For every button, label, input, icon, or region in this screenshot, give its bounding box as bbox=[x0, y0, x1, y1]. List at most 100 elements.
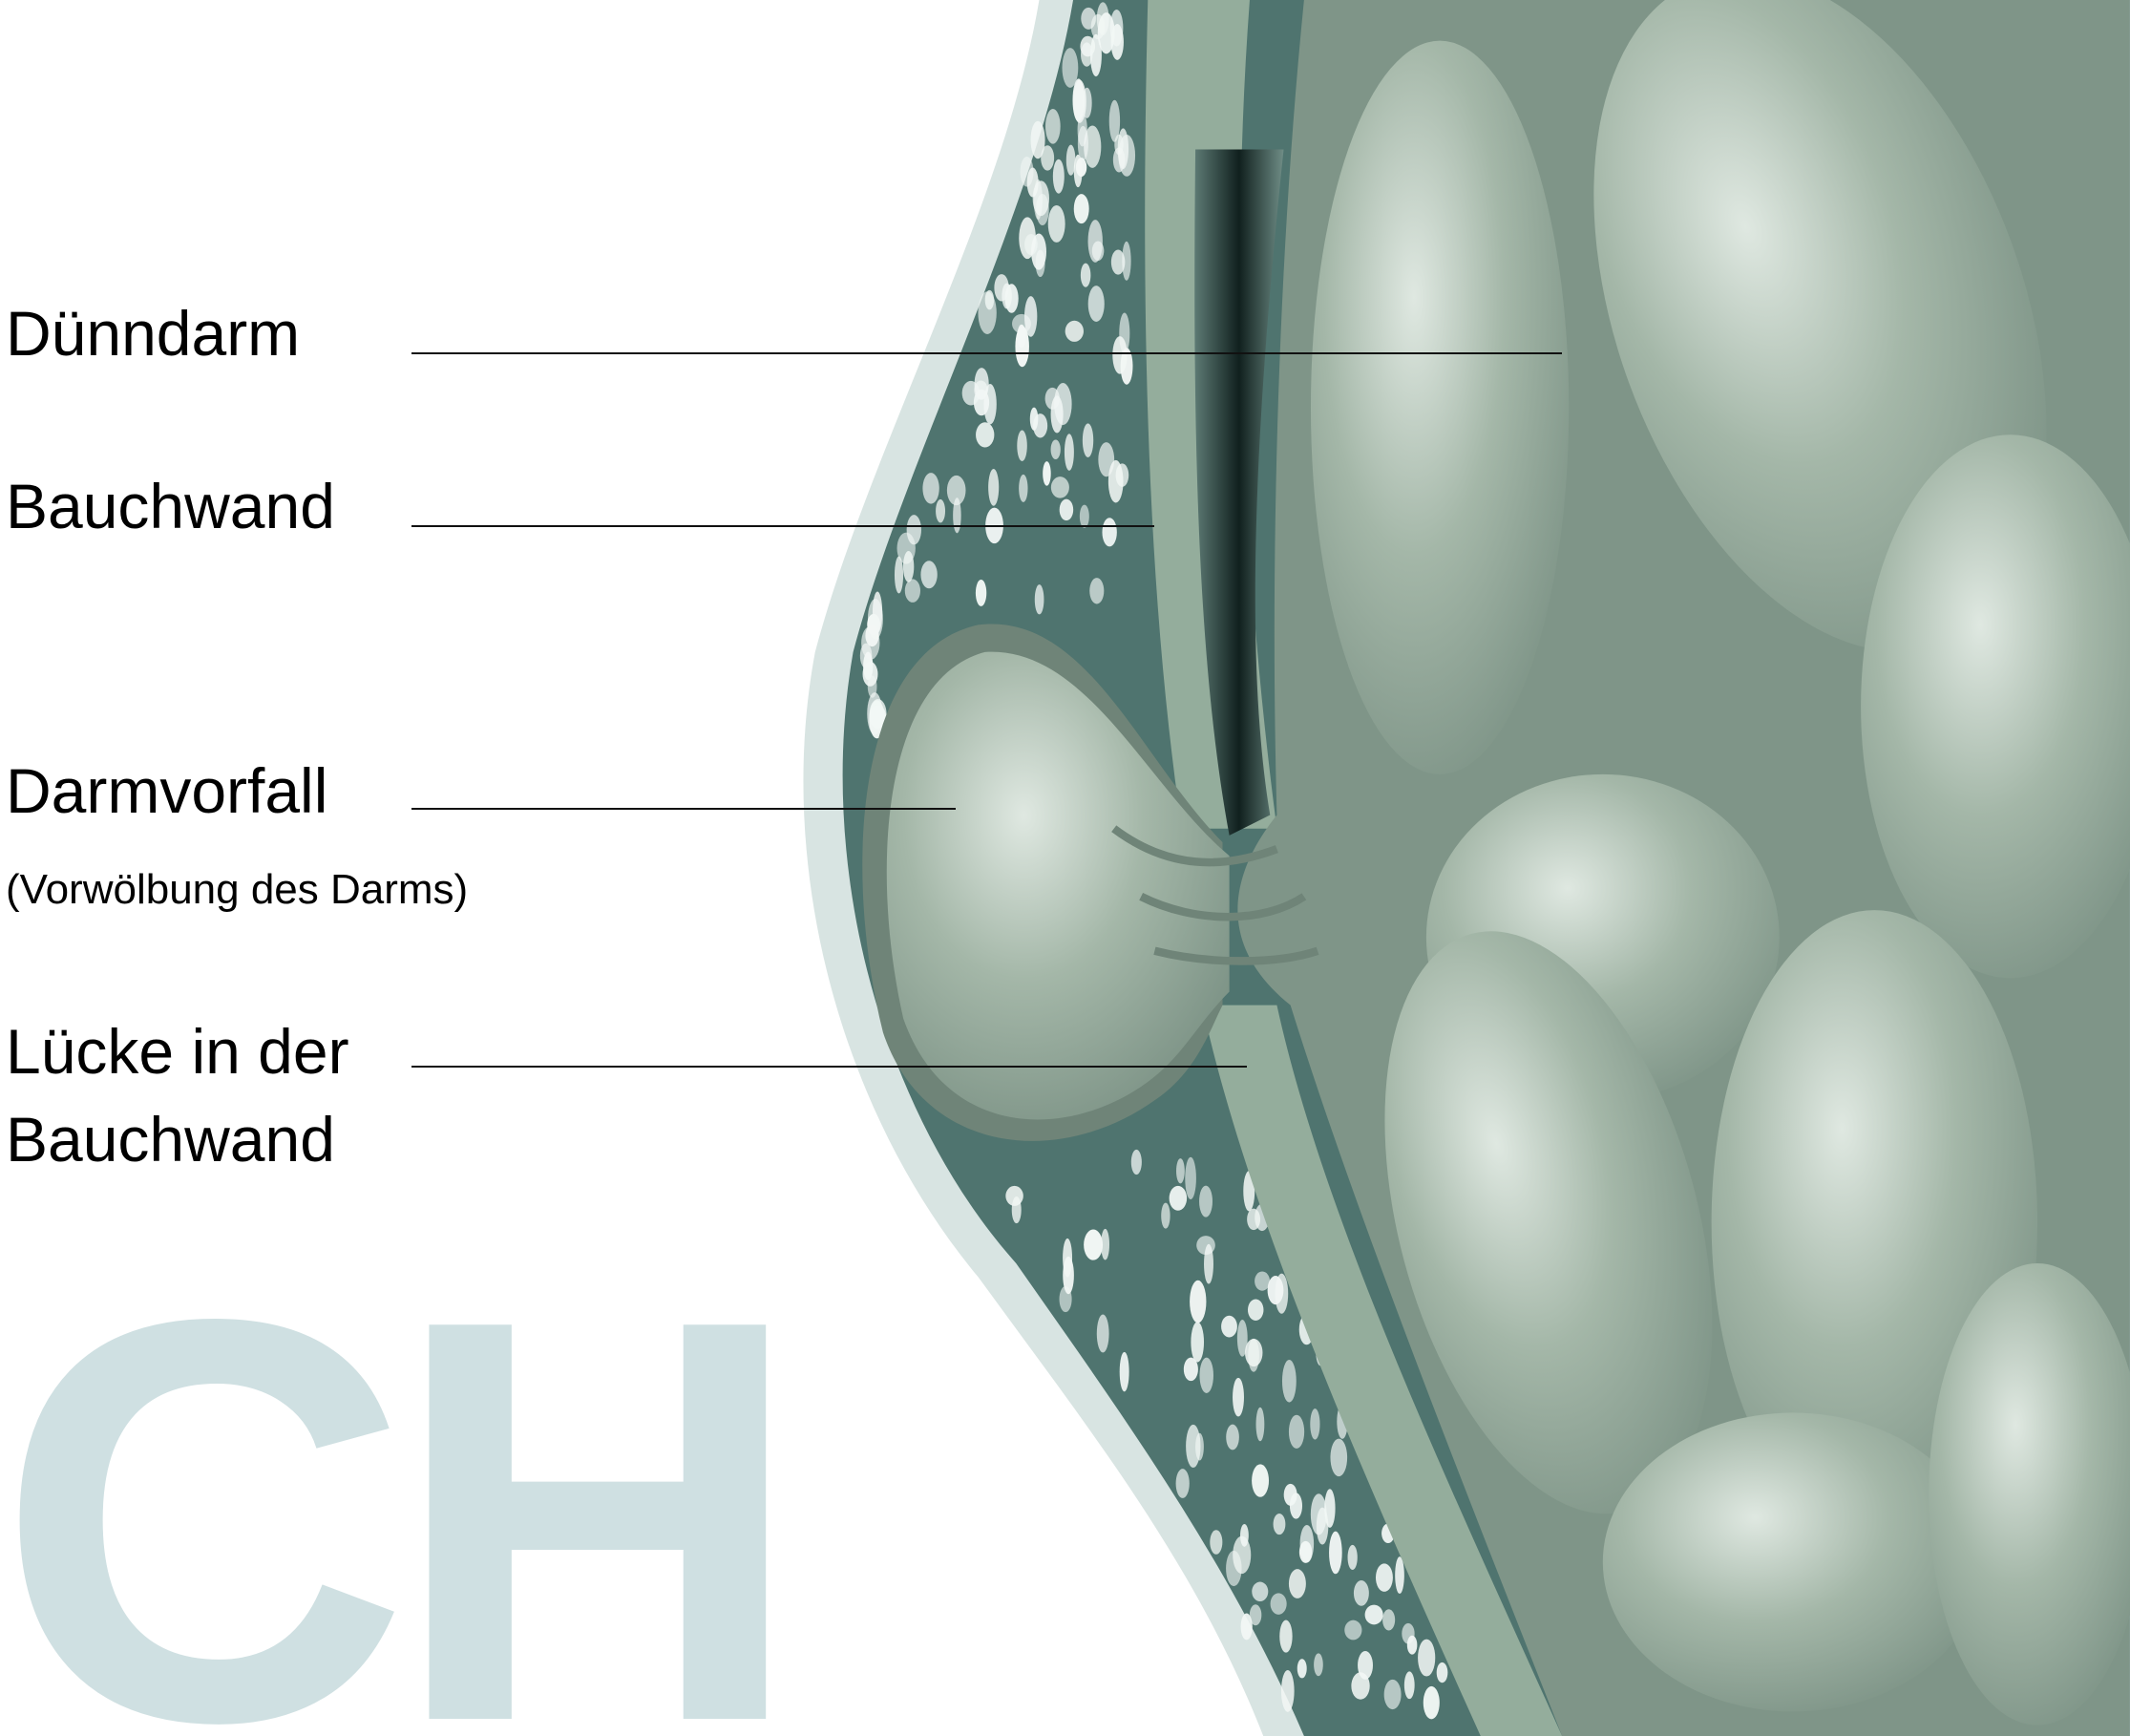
fat-cell-highlight bbox=[1280, 1670, 1295, 1712]
leader-line-prolapse bbox=[411, 808, 956, 810]
fat-cell-highlight bbox=[1047, 204, 1065, 243]
fat-cell-highlight bbox=[1032, 180, 1049, 217]
fat-cell-highlight bbox=[1029, 407, 1039, 431]
fat-cell-highlight bbox=[1382, 1609, 1396, 1631]
fat-cell-highlight bbox=[1418, 1639, 1436, 1677]
fat-cell-highlight bbox=[867, 675, 877, 698]
label-gap-line2: Bauchwand bbox=[6, 1104, 335, 1175]
fat-cell-highlight bbox=[953, 498, 961, 534]
fat-cell-highlight bbox=[859, 643, 873, 669]
fat-cell-highlight bbox=[1059, 1285, 1072, 1313]
fat-cell-highlight bbox=[984, 289, 995, 310]
fat-cell-highlight bbox=[894, 556, 904, 594]
fat-cell-highlight bbox=[1244, 1339, 1263, 1367]
fat-cell-highlight bbox=[1255, 1271, 1271, 1291]
fat-cell-highlight bbox=[974, 368, 989, 400]
fat-cell-highlight bbox=[1233, 1535, 1252, 1575]
fat-cell-highlight bbox=[1247, 1299, 1264, 1321]
fat-cell-highlight bbox=[1118, 134, 1136, 177]
fat-cell-highlight bbox=[1112, 336, 1128, 374]
fat-cell-highlight bbox=[1161, 1202, 1170, 1229]
fat-cell-highlight bbox=[1270, 1593, 1287, 1615]
fat-cell-highlight bbox=[1065, 144, 1076, 176]
label-small-intestine: Dünndarm bbox=[6, 298, 301, 369]
fat-cell-highlight bbox=[1041, 145, 1055, 171]
fat-cell-highlight bbox=[976, 422, 995, 448]
fat-cell-highlight bbox=[1005, 1185, 1023, 1206]
fat-cell-highlight bbox=[869, 705, 887, 729]
fat-cell-highlight bbox=[1236, 1319, 1248, 1357]
fat-cell-highlight bbox=[1402, 1622, 1415, 1644]
label-gap-line1: Lücke in der bbox=[6, 1016, 349, 1087]
fat-cell-highlight bbox=[1191, 1322, 1205, 1363]
fat-cell-highlight bbox=[936, 498, 946, 523]
fat-cell-highlight bbox=[1064, 434, 1074, 471]
fat-cell-highlight bbox=[1034, 584, 1044, 615]
fat-cell-highlight bbox=[1383, 1679, 1402, 1710]
fat-cell-highlight bbox=[1221, 1315, 1237, 1338]
label-abdominal-wall: Bauchwand bbox=[6, 471, 335, 541]
fat-cell-highlight bbox=[1073, 194, 1089, 224]
fat-cell-highlight bbox=[1314, 1653, 1323, 1677]
fat-cell-highlight bbox=[1045, 108, 1061, 144]
fat-cell-highlight bbox=[1344, 1620, 1362, 1641]
fat-cell-highlight bbox=[865, 624, 879, 647]
fat-cell-highlight bbox=[1175, 1469, 1190, 1498]
fat-cell-highlight bbox=[1017, 324, 1026, 349]
fat-cell-highlight bbox=[1089, 33, 1102, 77]
fat-cell-highlight bbox=[1351, 1672, 1370, 1700]
fat-cell-highlight bbox=[1115, 463, 1129, 487]
fat-cell-highlight bbox=[1030, 120, 1045, 159]
fat-cell-highlight bbox=[1199, 1357, 1213, 1393]
leader-line-abdominal-wall bbox=[411, 525, 1154, 527]
abdominal-wall-lower bbox=[1202, 1005, 1563, 1736]
fat-cell-highlight bbox=[1252, 1464, 1270, 1497]
fat-cell-highlight bbox=[1247, 1208, 1261, 1231]
fat-cell-highlight bbox=[920, 561, 938, 589]
fat-cell-highlight bbox=[1210, 1530, 1223, 1555]
fat-cell-highlight bbox=[1403, 1671, 1415, 1700]
fat-cell-highlight bbox=[1019, 474, 1028, 502]
fat-cell-highlight bbox=[1183, 1357, 1198, 1382]
fat-cell-highlight bbox=[1050, 476, 1069, 498]
fat-cell-highlight bbox=[1098, 442, 1115, 477]
fat-cell-highlight bbox=[988, 469, 1000, 506]
fat-cell-highlight bbox=[1091, 241, 1105, 261]
fat-cell-highlight bbox=[1087, 286, 1105, 322]
fat-cell-highlight bbox=[1204, 1243, 1213, 1284]
fat-cell-highlight bbox=[922, 473, 939, 504]
fat-cell-highlight bbox=[1082, 87, 1092, 118]
fat-cell-highlight bbox=[1297, 1659, 1307, 1679]
fat-cell-highlight bbox=[1052, 159, 1065, 194]
fat-cell-highlight bbox=[1353, 1579, 1369, 1606]
label-prolapse-note: (Vorwölbung des Darms) bbox=[6, 866, 469, 913]
fat-cell-highlight bbox=[1077, 113, 1087, 147]
fat-cell-highlight bbox=[1252, 1581, 1269, 1602]
fat-cell-highlight bbox=[1347, 1544, 1358, 1571]
fat-cell-highlight bbox=[1324, 1489, 1336, 1528]
fat-cell-highlight bbox=[1288, 1414, 1305, 1449]
fat-cell-highlight bbox=[904, 579, 920, 603]
fat-cell-highlight bbox=[1267, 1276, 1284, 1305]
fat-cell-highlight bbox=[1084, 125, 1102, 168]
fat-cell-highlight bbox=[1096, 1314, 1109, 1353]
fat-cell-highlight bbox=[1240, 1613, 1253, 1641]
fat-cell-highlight bbox=[1255, 1407, 1265, 1442]
fat-cell-highlight bbox=[1072, 78, 1085, 122]
fat-cell-highlight bbox=[1299, 1524, 1315, 1563]
fat-cell-highlight bbox=[1044, 387, 1060, 410]
watermark-logo: CH bbox=[0, 1201, 805, 1736]
fat-cell-highlight bbox=[1169, 1185, 1188, 1211]
fat-cell-highlight bbox=[1330, 1438, 1348, 1477]
fat-cell-highlight bbox=[975, 579, 987, 606]
fat-cell-highlight bbox=[1096, 2, 1109, 35]
prolapsed-bowel bbox=[886, 651, 1230, 1120]
fat-cell-highlight bbox=[1176, 1158, 1185, 1184]
fat-cell-highlight bbox=[1195, 1432, 1204, 1461]
fat-cell-highlight bbox=[1283, 1483, 1297, 1506]
fat-cell-highlight bbox=[1310, 1408, 1320, 1440]
fat-cell-highlight bbox=[1004, 284, 1019, 313]
hernia-neck bbox=[1111, 825, 1319, 965]
